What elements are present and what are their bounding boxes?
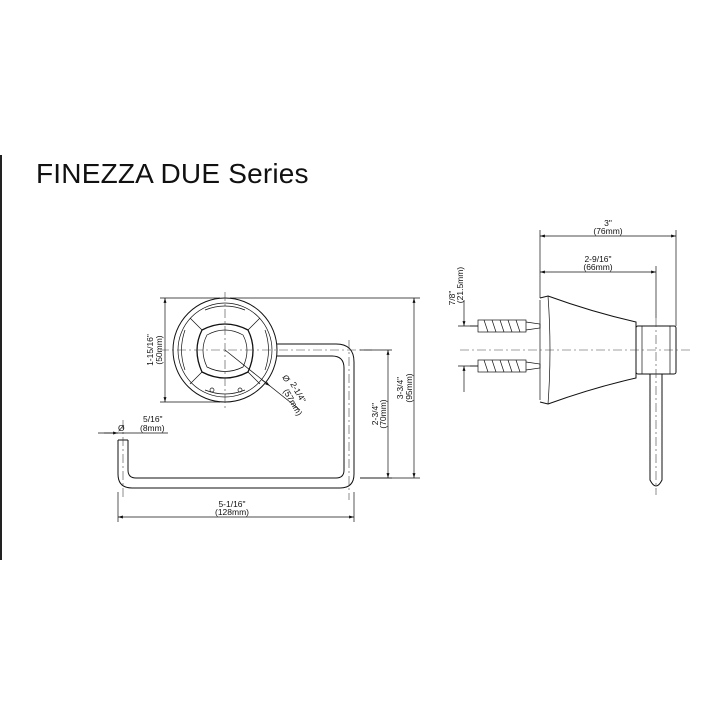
wall-anchor-top	[470, 319, 541, 333]
flange-cap-inner	[202, 329, 248, 372]
anchor-spacing-metric: (21.5mm)	[455, 267, 465, 304]
ring-width-metric: (128mm)	[215, 507, 249, 517]
projection-to-rod-metric: (66mm)	[583, 262, 612, 272]
flange-height-metric: (50mm)	[154, 335, 164, 364]
wall-anchor-bottom	[470, 359, 541, 373]
ring-height-metric: (70mm)	[378, 399, 388, 428]
overall-height-metric: (95mm)	[404, 373, 414, 402]
rod-diameter-imperial: 5/16"	[143, 414, 163, 424]
towel-ring-inner	[127, 355, 345, 479]
rod-diameter-metric: (8mm)	[140, 423, 165, 433]
projection-to-rod-imperial: 2-9/16"	[584, 254, 611, 264]
flange-height-imperial: 1-15/16"	[145, 334, 155, 366]
page-title: FINEZZA DUE Series	[36, 158, 309, 189]
overall-height-imperial: 3-3/4"	[395, 377, 405, 399]
side-view: 7/8" (21.5mm) 3" (76mm) 2-9/16" (66mm)	[447, 218, 690, 495]
ring-width-imperial: 5-1/16"	[218, 499, 245, 509]
ring-height-imperial: 2-3/4"	[370, 403, 380, 425]
screw-hole-left	[209, 387, 215, 393]
front-view: 1-15/16" (50mm) Ø 2-1/4" (57mm) Ø 5/16" …	[98, 292, 420, 522]
projection-metric: (76mm)	[593, 226, 622, 236]
flange-diameter-symbol: Ø	[280, 373, 292, 384]
side-vertical-rod	[649, 374, 663, 487]
towel-ring-outer	[117, 343, 355, 489]
page-margin-rule	[0, 155, 2, 560]
rod-diameter-symbol: Ø	[118, 423, 125, 433]
anchor-spacing-imperial: 7/8"	[447, 291, 457, 306]
projection-imperial: 3"	[604, 218, 612, 228]
screw-hole-right	[237, 387, 243, 393]
